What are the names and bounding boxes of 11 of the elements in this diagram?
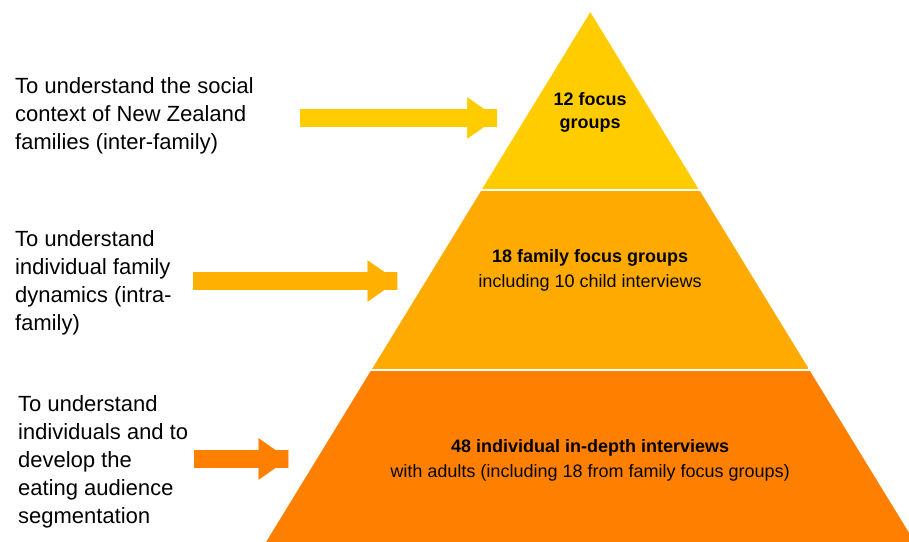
- objective-text: To understand the social context of New Zealand families (inter-family): [15, 72, 300, 156]
- tier-heading: 18 family focus groups: [490, 245, 690, 268]
- tier-description: including 10 child interviews: [477, 270, 703, 293]
- block-arrow: [300, 97, 498, 139]
- tier-heading: 48 individual in-depth interviews: [450, 435, 730, 458]
- block-arrow: [194, 438, 288, 480]
- tier-heading: 12 focus groups: [552, 88, 628, 134]
- objective-text: To understand individuals and to develop the eating audience segmentation: [18, 390, 194, 530]
- tier-description: with adults (including 18 from family focus groups): [389, 460, 791, 483]
- block-arrow: [193, 260, 398, 302]
- objective-text: To understand individual family dynamics (intra-family): [15, 225, 193, 337]
